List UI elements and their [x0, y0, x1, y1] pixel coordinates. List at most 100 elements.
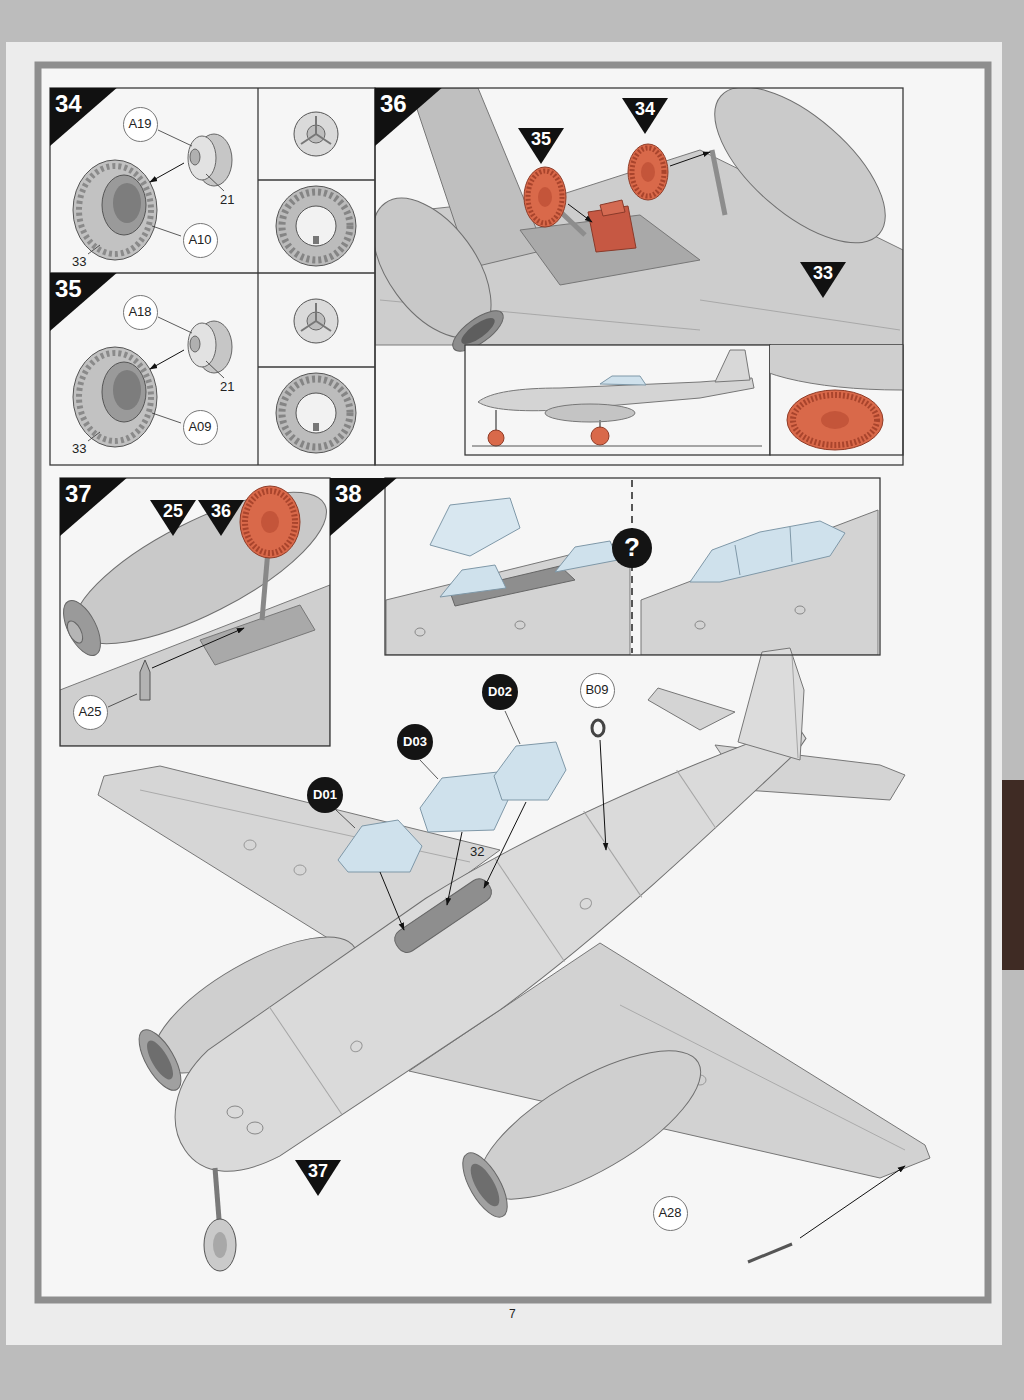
engine-intake	[60, 595, 108, 661]
wheel-hub	[538, 187, 552, 207]
step-reference: 34	[635, 99, 655, 120]
assembly-arrow	[152, 628, 244, 668]
part-number: A18	[128, 305, 151, 320]
clear-part-callout: D01	[307, 777, 343, 813]
fuselage-body	[144, 672, 837, 1200]
closed-canopy	[690, 521, 845, 582]
clear-part-callout: D02	[482, 674, 518, 710]
main-wheel	[524, 167, 566, 227]
aircraft	[98, 648, 930, 1271]
badge-triangle	[50, 273, 117, 331]
part-number: A09	[188, 420, 211, 435]
part-callout: A09	[183, 410, 218, 445]
side-view-nacelle	[545, 404, 635, 422]
wheel-detail	[770, 345, 903, 450]
badge-triangle	[198, 500, 244, 536]
panel-detail	[578, 896, 594, 911]
wheel-hub	[821, 411, 849, 429]
clear-part-callout: D03	[397, 724, 433, 760]
leader-line	[336, 810, 355, 828]
cockpit-opening	[391, 875, 496, 956]
panel-borders	[50, 88, 903, 746]
engine-nacelle	[459, 1023, 722, 1228]
main-wheel	[628, 144, 668, 200]
leader-line	[108, 694, 137, 707]
paper-sheet	[6, 42, 1002, 1345]
canopy-part	[420, 772, 508, 832]
leader-line	[420, 760, 438, 779]
callout-number: 33	[72, 442, 86, 457]
panel-detail	[695, 621, 705, 629]
callout-number: 32	[470, 845, 484, 860]
callout-number: 21	[220, 193, 234, 208]
page-frame	[38, 65, 988, 1300]
step-number: 35	[55, 275, 82, 303]
gear-leg	[262, 550, 268, 620]
windscreen-part	[338, 820, 422, 872]
engine-intake	[454, 1146, 516, 1223]
badge-triangle	[800, 262, 846, 298]
panel-border	[60, 478, 330, 746]
part-callout: A25	[73, 695, 108, 730]
step-panel: 38?D01D03D02B0937A28	[50, 478, 975, 1293]
intake-cone	[64, 619, 86, 646]
rear-canopy	[555, 541, 618, 572]
gun-port	[227, 1106, 243, 1118]
gear-leg	[712, 150, 725, 215]
step-reference: 35	[531, 129, 551, 150]
step-panel: 372536A25	[60, 478, 330, 746]
panel-border	[50, 88, 375, 465]
panel-detail	[795, 606, 805, 614]
assembly-arrow	[484, 802, 526, 888]
assembly-arrow	[800, 1166, 905, 1238]
side-view-nose-wheel	[488, 430, 504, 446]
engine-intake	[131, 1024, 189, 1097]
antenna-part	[748, 1244, 792, 1262]
side-view-gear-leg	[495, 410, 497, 432]
small-part	[140, 660, 150, 700]
gear-door	[600, 200, 625, 216]
undercarriage-view	[375, 88, 903, 359]
part-number: ?	[624, 533, 640, 563]
main-wheel	[240, 486, 300, 558]
engine-intake-inner	[142, 1037, 178, 1083]
step-reference-badge: 37	[295, 1160, 341, 1196]
panel-line	[269, 1006, 342, 1114]
fuselage-section	[386, 540, 630, 655]
assembly-arrow	[600, 740, 606, 850]
windscreen	[440, 565, 506, 597]
engine-nacelle	[60, 478, 330, 673]
panel-border	[375, 88, 903, 465]
callout-number: 21	[220, 380, 234, 395]
wheel-tread	[793, 395, 877, 445]
ground-line	[472, 446, 762, 447]
panel-detail	[515, 621, 525, 629]
part-callout: A19	[123, 107, 158, 142]
badge-triangle	[330, 478, 397, 536]
wheel-parts	[73, 112, 356, 266]
badge-triangle	[150, 500, 196, 536]
panel-border	[385, 478, 880, 655]
wheel-hub	[641, 162, 655, 182]
step-reference: 36	[211, 501, 231, 522]
part-number: A10	[188, 233, 211, 248]
panel-line	[140, 790, 470, 862]
rudder-line	[792, 655, 798, 758]
canopy-parts	[336, 711, 905, 1262]
engine-nacelle	[375, 177, 515, 358]
part-number: D02	[488, 685, 512, 700]
fuselage-section	[641, 510, 878, 655]
page-number: 7	[509, 1308, 516, 1322]
tail-fin	[738, 648, 804, 760]
assembly-arrow	[670, 152, 710, 166]
assembly-arrow	[380, 872, 404, 930]
engine-intake-inner	[465, 1160, 505, 1211]
panel-border	[257, 88, 258, 465]
step-number: 34	[55, 90, 82, 118]
panel-detail	[244, 840, 256, 850]
tailplane	[648, 688, 735, 730]
canopy-frame	[735, 545, 740, 575]
wheel-tread	[245, 491, 295, 553]
